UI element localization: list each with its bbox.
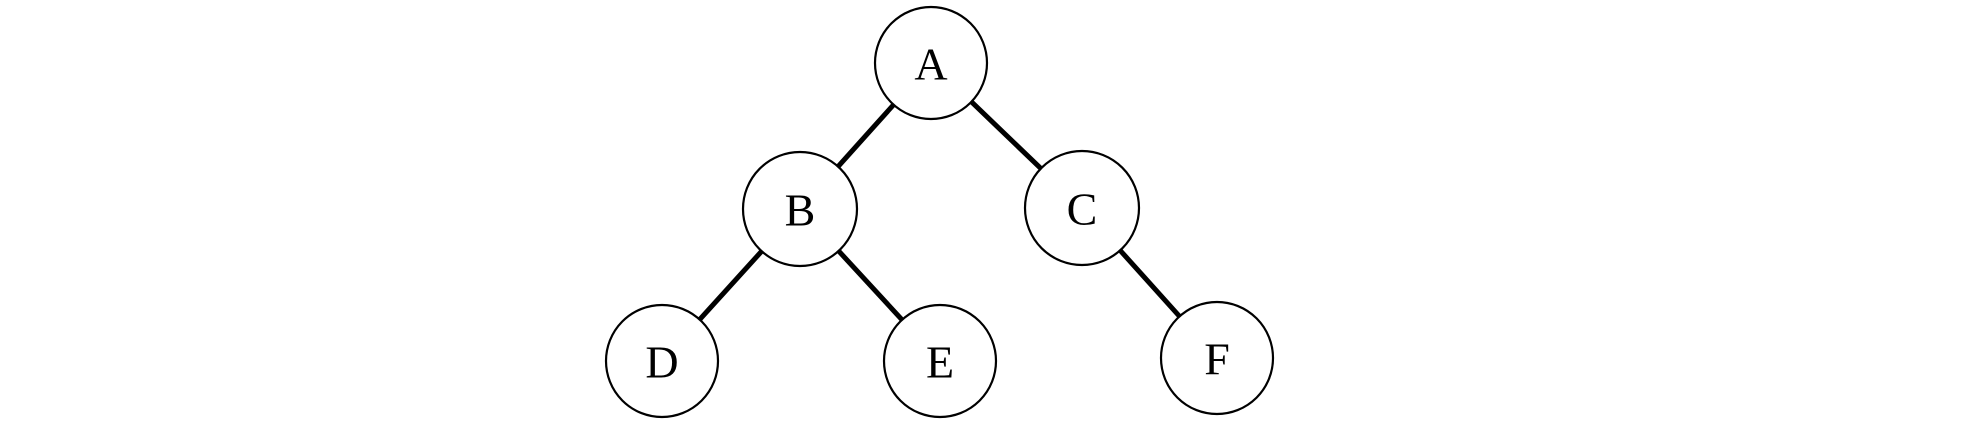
node-circle-b[interactable] (741, 150, 859, 268)
node-label-c: C (1067, 184, 1098, 235)
tree-edge-a-c (968, 99, 1044, 172)
tree-node-b[interactable]: B (741, 150, 859, 268)
node-label-e: E (926, 337, 954, 388)
node-label-d: D (645, 337, 678, 388)
tree-node-f[interactable]: F (1159, 300, 1275, 416)
tree-edge-a-b (835, 102, 897, 169)
node-circle-d[interactable] (604, 303, 720, 419)
edges-layer (697, 99, 1183, 323)
tree-edge-c-f (1117, 247, 1183, 319)
tree-edge-b-d (697, 248, 765, 322)
tree-node-e[interactable]: E (882, 303, 998, 419)
node-circle-e[interactable] (882, 303, 998, 419)
node-circle-c[interactable] (1023, 149, 1141, 267)
tree-node-c[interactable]: C (1023, 149, 1141, 267)
node-label-b: B (785, 185, 816, 236)
node-circle-a[interactable] (873, 5, 989, 121)
node-label-f: F (1204, 334, 1230, 385)
tree-edge-b-e (836, 248, 905, 323)
tree-node-d[interactable]: D (604, 303, 720, 419)
tree-node-a[interactable]: A (873, 5, 989, 121)
node-circle-f[interactable] (1159, 300, 1275, 416)
nodes-layer: A B C D E F (604, 5, 1275, 419)
node-label-a: A (914, 39, 947, 90)
